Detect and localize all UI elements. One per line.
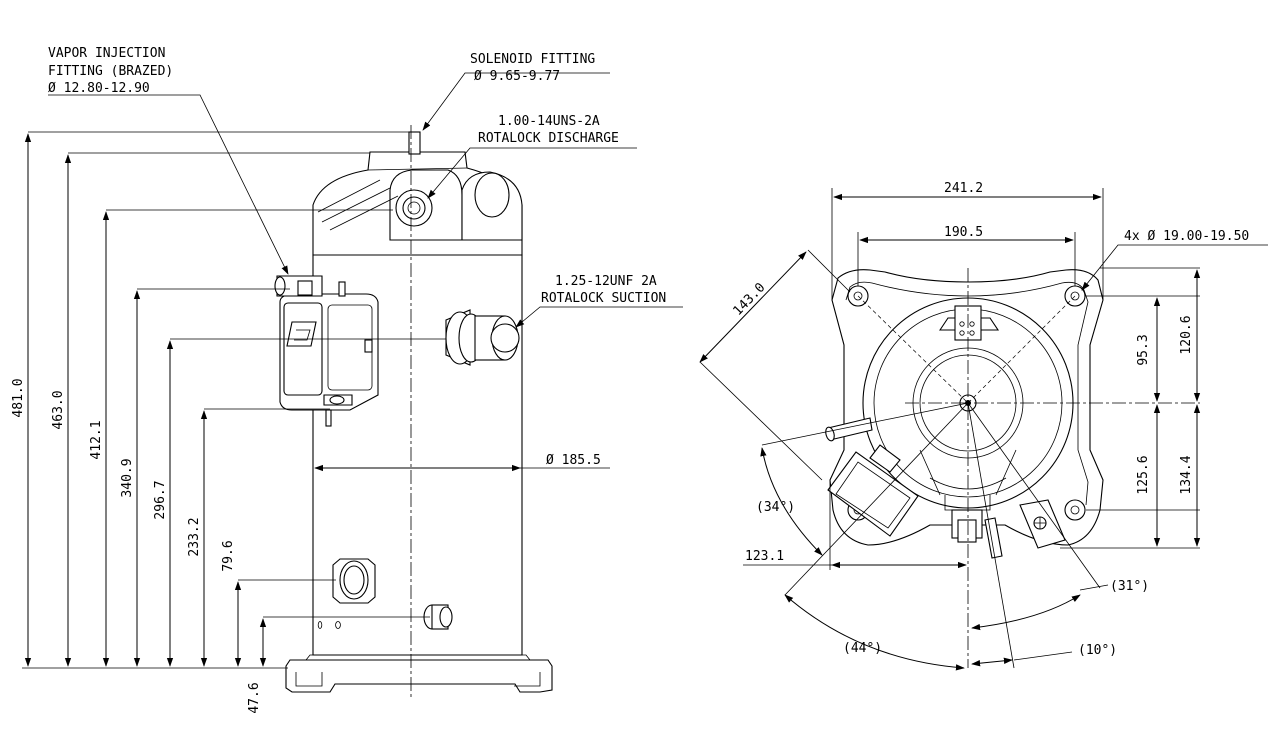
holes-label: 4x Ø 19.00-19.50 xyxy=(1124,229,1249,244)
width-241-label: 241.2 xyxy=(944,181,983,196)
height-340-label: 340.9 xyxy=(120,458,135,497)
height-463-label: 463.0 xyxy=(51,390,66,429)
dim-134-label: 134.4 xyxy=(1179,455,1194,494)
suction-port xyxy=(445,309,520,366)
dim-95-label: 95.3 xyxy=(1136,334,1151,365)
injection-fitting-top xyxy=(825,417,873,442)
dim-120-label: 120.6 xyxy=(1179,315,1194,354)
height-412-label: 412.1 xyxy=(89,420,104,459)
schrader-fitting xyxy=(423,604,453,630)
vapor-injection-label-line3: Ø 12.80-12.90 xyxy=(48,81,150,96)
top-view-labels: 241.2 190.5 4x Ø 19.00-19.50 143.0 95.3 … xyxy=(730,181,1249,658)
base-plate xyxy=(285,659,553,693)
top-view xyxy=(699,188,1268,671)
angle-31-label: (31°) xyxy=(1110,579,1149,594)
angle-34-label: (34°) xyxy=(756,500,795,515)
height-296-label: 296.7 xyxy=(153,480,168,519)
offset-123-label: 123.1 xyxy=(745,549,784,564)
discharge-label-line1: 1.00-14UNS-2A xyxy=(498,114,600,129)
oil-fitting xyxy=(332,558,376,604)
solenoid-label-line2: Ø 9.65-9.77 xyxy=(474,69,560,84)
diagonal-143-label: 143.0 xyxy=(730,280,768,319)
height-233-label: 233.2 xyxy=(187,517,202,556)
solenoid-label-line1: SOLENOID FITTING xyxy=(470,52,595,67)
dim-125-label: 125.6 xyxy=(1136,455,1151,494)
suction-label-line2: ROTALOCK SUCTION xyxy=(541,291,666,306)
height-481-label: 481.0 xyxy=(11,378,26,417)
spacing-190-label: 190.5 xyxy=(944,225,983,240)
vapor-injection-label-line2: FITTING (BRAZED) xyxy=(48,64,173,79)
angle-10-label: (10°) xyxy=(1078,643,1117,658)
terminal-box-top xyxy=(827,444,919,537)
side-view xyxy=(22,72,683,700)
angle-44-label: (44°) xyxy=(843,641,882,656)
height-47-label: 47.6 xyxy=(247,682,262,713)
height-79-label: 79.6 xyxy=(221,540,236,571)
side-view-labels: VAPOR INJECTION FITTING (BRAZED) Ø 12.80… xyxy=(11,46,666,714)
shell-diameter-label: Ø 185.5 xyxy=(546,453,601,468)
suction-label-line1: 1.25-12UNF 2A xyxy=(555,274,657,289)
discharge-label-line2: ROTALOCK DISCHARGE xyxy=(478,131,619,146)
vapor-injection-label-line1: VAPOR INJECTION xyxy=(48,46,165,61)
